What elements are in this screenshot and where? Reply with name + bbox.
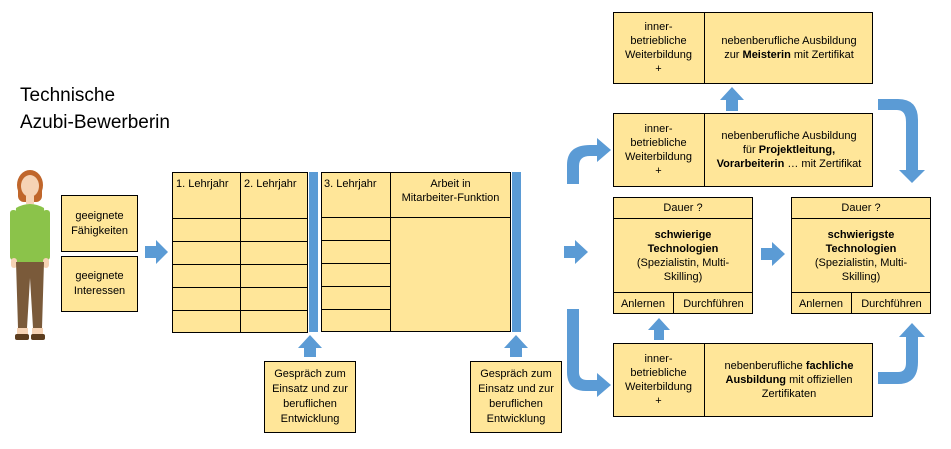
schwierigste-technologien-box [791, 197, 931, 314]
diagram-title: Technische Azubi-Bewerberin [20, 82, 170, 136]
right-anlernen: Anlernen [791, 292, 852, 314]
center-anlernen: Anlernen [613, 292, 674, 314]
arrow-curve-to-projekt [567, 138, 611, 184]
table-1-bar [309, 172, 318, 332]
right-durchfuehren: Durchführen [852, 292, 931, 314]
arrow-to-table-1 [145, 240, 168, 264]
center-durchfuehren: Durchführen [674, 292, 753, 314]
center-dauer: Dauer ? [613, 197, 753, 219]
title-line-1: Technische [20, 85, 116, 106]
col-3-lehrjahr: 3. Lehrjahr [324, 178, 377, 190]
projekt-row [613, 113, 873, 187]
right-dauer: Dauer ? [791, 197, 931, 219]
person-icon [10, 170, 50, 340]
arrow-curve-up-to-right [878, 323, 925, 384]
arrow-curve-down-to-right [878, 99, 925, 183]
title-line-2: Azubi-Bewerberin [20, 112, 170, 133]
fachlich-row [613, 343, 873, 417]
arrow-up-to-meister [720, 87, 744, 111]
schwierige-technologien-box [613, 197, 753, 314]
arrow-to-center [564, 240, 588, 264]
meister-row [613, 12, 873, 84]
arrow-down-to-fachlich [567, 309, 611, 397]
table-2-bar [512, 172, 521, 332]
col-1-lehrjahr: 1. Lehrjahr [172, 172, 241, 219]
arrow-up-to-center [648, 318, 670, 340]
arrow-up-gespraech-2 [504, 335, 528, 357]
arrow-up-gespraech-1 [298, 335, 322, 357]
lehrjahr-table-1: 1. Lehrjahr 2. Lehrjahr [172, 172, 308, 333]
arrow-center-to-right [761, 242, 785, 266]
